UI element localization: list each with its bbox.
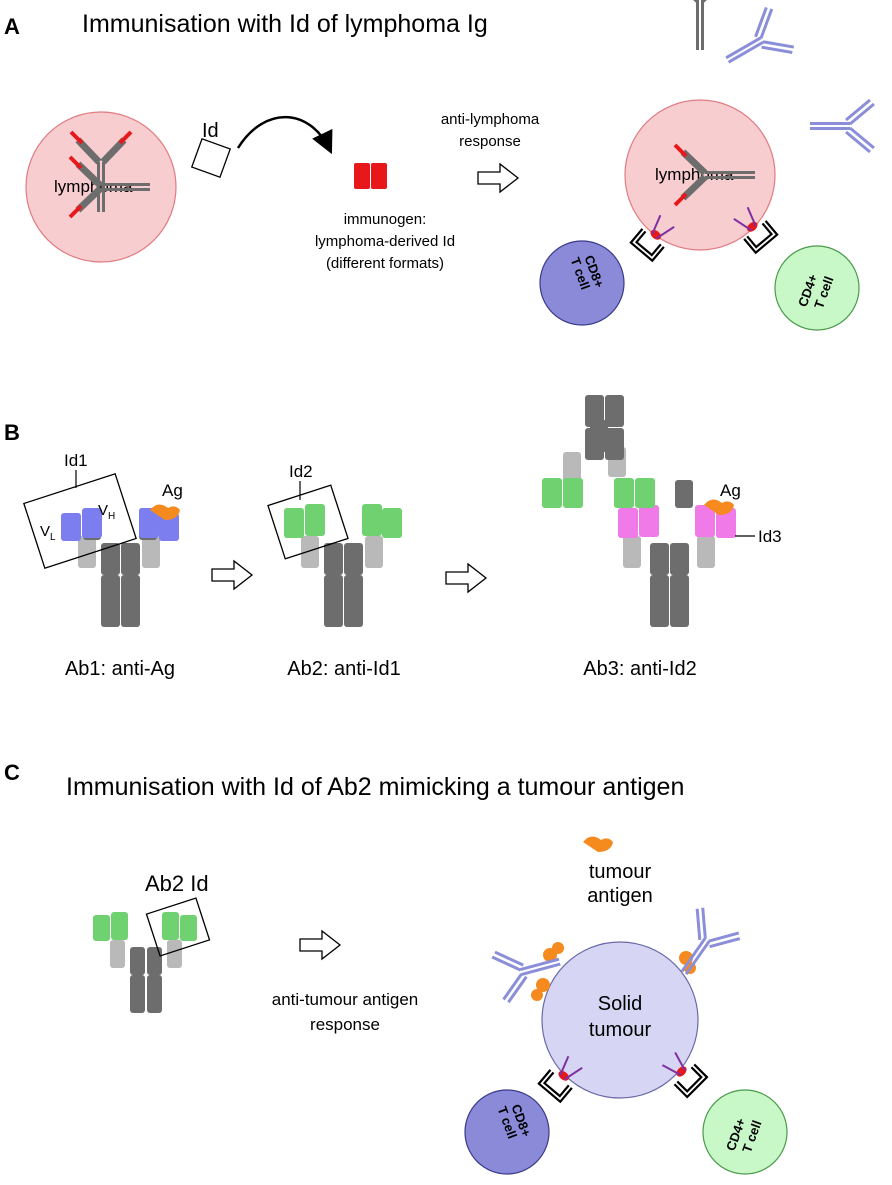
ab1-vh-label: VH <box>98 502 115 522</box>
arrow-b-2 <box>445 563 487 593</box>
ab2-id-label-c: Ab2 Id <box>145 871 209 896</box>
ab1-antibody <box>61 508 179 627</box>
ab2-id-label: Id2 <box>289 462 313 481</box>
lymphoma-ig-top-right <box>670 0 730 50</box>
antigen-line-1: tumour <box>589 861 652 883</box>
curved-arrow <box>236 115 333 155</box>
anti-id-antibody-1 <box>712 3 798 85</box>
ab3-id-label: Id3 <box>758 527 782 546</box>
antigen-line-2: antigen <box>587 885 653 907</box>
ab3-antibody <box>542 395 736 627</box>
ab1-id-label: Id1 <box>64 451 88 470</box>
arrow-a <box>477 163 519 193</box>
immunogen-line-3: (different formats) <box>326 255 444 272</box>
lymphoma-cell-left <box>25 111 177 263</box>
tumour-line-1: Solid <box>598 993 642 1015</box>
panel-b-label: B <box>4 420 20 445</box>
ab3-antigen <box>704 499 734 515</box>
ab1-antigen <box>150 504 180 520</box>
arrow-b-1 <box>211 560 253 590</box>
id-label: Id <box>202 120 219 142</box>
panel-c-label: C <box>4 760 20 785</box>
cd4-t-cell-a <box>774 245 860 331</box>
solid-tumour <box>541 941 699 1099</box>
ab2-caption: Ab2: anti-Id1 <box>287 658 400 680</box>
lymphoma-cell-right <box>624 99 776 251</box>
c-response-line-2: response <box>310 1015 380 1034</box>
tumour-antigen-icon <box>583 836 613 852</box>
ab2-id-box-c <box>145 897 211 957</box>
ab3-ag-label: Ag <box>720 481 741 500</box>
id-box <box>190 137 232 179</box>
panel-c-title: Immunisation with Id of Ab2 mimicking a … <box>66 773 684 801</box>
tumour-line-2: tumour <box>589 1019 652 1041</box>
cd8-t-cell-a <box>539 240 625 326</box>
immunogen-icon <box>354 163 387 189</box>
cd8-t-cell-c <box>464 1089 550 1175</box>
immunogen-line-1: immunogen: <box>344 211 427 228</box>
ab1-ag-label: Ag <box>162 481 183 500</box>
response-line-1: anti-lymphoma <box>441 111 540 128</box>
response-line-2: response <box>459 133 521 150</box>
ab1-caption: Ab1: anti-Ag <box>65 658 175 680</box>
ab1-id-box <box>23 473 137 569</box>
ab2-id-box <box>267 484 349 560</box>
arrow-c <box>299 930 341 960</box>
lymphoma-label-right: lymphoma <box>655 165 734 184</box>
panel-a-title: Immunisation with Id of lymphoma Ig <box>82 10 488 38</box>
ab2-id-antibody <box>93 912 197 1013</box>
ab3-caption: Ab3: anti-Id2 <box>583 658 696 680</box>
anti-id-antibody-2 <box>808 98 876 154</box>
ab2-antibody <box>284 504 402 627</box>
c-response-line-1: anti-tumour antigen <box>272 990 418 1009</box>
ab1-vl-label: VL <box>40 523 56 543</box>
panel-a-label: A <box>4 14 20 39</box>
immunogen-line-2: lymphoma-derived Id <box>315 233 455 250</box>
cd4-t-cell-c <box>702 1089 788 1175</box>
lymphoma-label-left: lymphoma <box>54 177 133 196</box>
